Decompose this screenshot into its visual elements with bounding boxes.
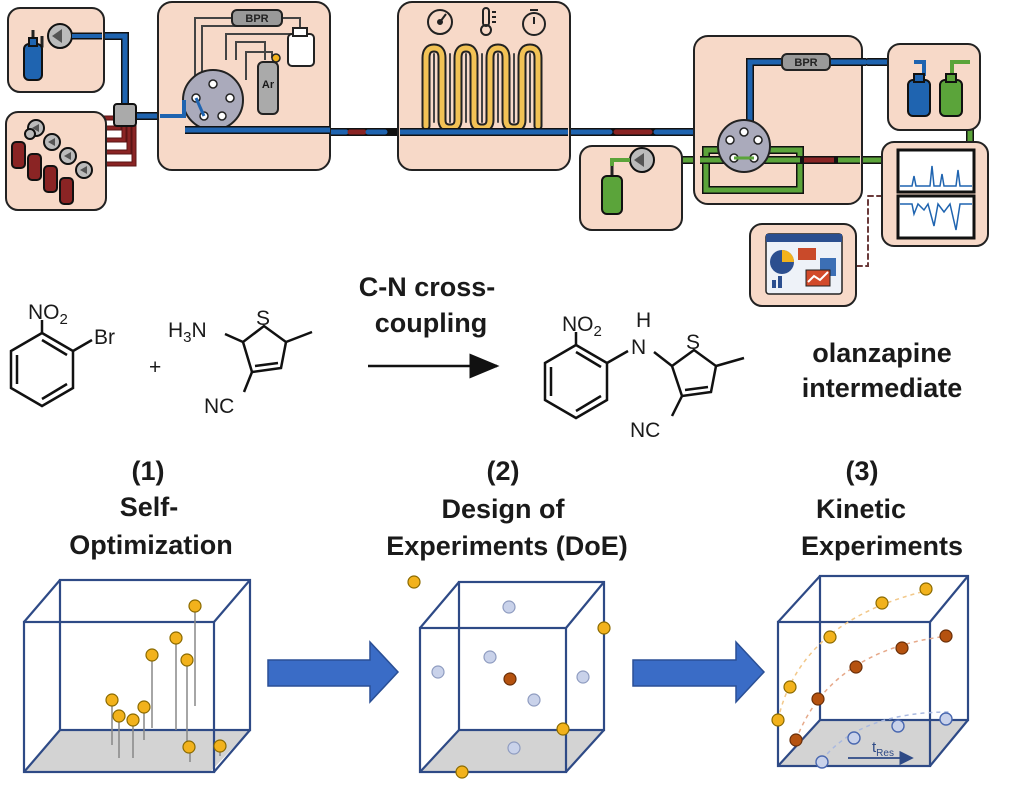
product-sulfur-label: S: [686, 331, 700, 354]
analytics-module: [881, 141, 989, 247]
progress-arrow-1: [267, 640, 400, 704]
reactant2-nitrile-label: NC: [204, 395, 234, 418]
progress-arrow-2: [632, 640, 766, 704]
method3-number: (3): [846, 456, 879, 486]
injection-module-right: BPR: [693, 35, 866, 205]
flow-schematic: BPR Ar: [5, 1, 989, 307]
method3-title-line1: Kinetic: [816, 494, 906, 524]
arrow-label-line2: coupling: [375, 308, 487, 338]
product-nitrile-label: NC: [630, 419, 660, 442]
data-points-kinetic-series2: [789, 629, 953, 747]
data-points-doe-corner: [407, 575, 611, 779]
stem-lines: [111, 606, 221, 762]
mixer-block: [113, 103, 137, 127]
pump-module-blue: [7, 7, 105, 93]
reactant-aminothiophene: [224, 324, 313, 393]
reactant1-no2-label: NO2: [28, 301, 68, 328]
reaction-scheme: NO2 Br + H3N S NC C-N cross- coupling NO…: [9, 272, 963, 442]
product-h-label: H: [636, 309, 651, 332]
waste-bottle: [287, 33, 315, 67]
cube-kinetic-experiments: tRes: [771, 574, 970, 769]
method1-number: (1): [132, 456, 165, 486]
data-points-kinetic-series3: [815, 712, 953, 769]
method1-title-line2: Optimization: [69, 530, 233, 560]
cube-design-of-experiments: [407, 575, 611, 779]
stopwatch-icon: [522, 9, 546, 36]
method3-title-line2: Experiments: [801, 531, 963, 561]
product-structure: [543, 332, 745, 420]
doe-center-point: [503, 672, 517, 686]
time-axis-label: tRes: [872, 739, 894, 759]
argon-cylinder: [257, 61, 279, 115]
spectrum-top: [896, 148, 976, 194]
product-n-label: N: [631, 336, 646, 359]
reactant2-sulfur-label: S: [256, 307, 270, 330]
method2-title-line1: Design of: [441, 494, 565, 524]
time-axis-label-base: t: [872, 739, 877, 756]
pump-module-green: [579, 145, 683, 231]
bpr-unit-right: [781, 53, 831, 71]
reactor-coil: [421, 43, 543, 133]
bpr-label-left: BPR: [245, 13, 268, 25]
method1-title-line1: Self-: [120, 492, 179, 522]
method2-number: (2): [487, 456, 520, 486]
product-name-line1: olanzapine: [812, 338, 952, 368]
gas-label: Ar: [262, 79, 275, 91]
injection-module-left: BPR Ar: [157, 1, 331, 171]
reactant2-amine-label: H3N: [168, 319, 207, 346]
data-points-doe-axial: [431, 600, 590, 755]
product-no2-label: NO2: [562, 313, 602, 340]
reactant-nitrobromobenzene: [9, 320, 93, 408]
data-points-self-opt: [105, 599, 227, 754]
data-analysis-module: [749, 223, 857, 307]
reactor-module: [397, 1, 571, 171]
bpr-label-right: BPR: [794, 57, 817, 69]
plus-sign: +: [149, 356, 161, 379]
method2-title-line2: Experiments (DoE): [386, 531, 628, 561]
data-points-kinetic-series1: [771, 582, 933, 727]
reactant1-br-label: Br: [94, 326, 115, 349]
time-axis-label-subscript: Res: [876, 748, 894, 759]
thermometer-icon: [480, 7, 496, 36]
reagent-pump-module: [5, 111, 107, 211]
collection-module: [887, 43, 981, 131]
pressure-gauge-icon: [427, 9, 453, 35]
method-titles: (1) Self- Optimization (2) Design of Exp…: [69, 456, 963, 561]
product-name-line2: intermediate: [802, 373, 963, 403]
cube-self-optimization: [22, 578, 252, 774]
bpr-unit-left: [231, 9, 283, 27]
arrow-label-line1: C-N cross-: [359, 272, 496, 302]
